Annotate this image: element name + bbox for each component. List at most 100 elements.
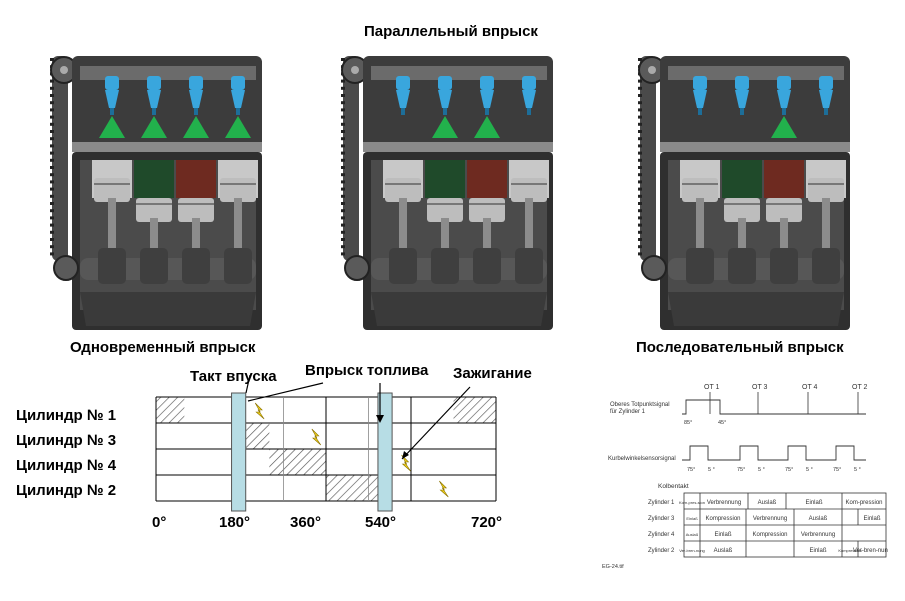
belt-tooth — [341, 209, 345, 213]
belt-tooth — [341, 122, 345, 126]
belt-tooth — [50, 130, 54, 133]
belt-tooth — [50, 137, 54, 141]
belt-tooth — [341, 173, 345, 177]
belt-tooth — [50, 209, 54, 213]
camshaft — [80, 66, 256, 80]
injector-tip — [236, 108, 240, 115]
stroke-cell: Einlaß — [805, 500, 822, 506]
fuel-spray-icon — [183, 116, 209, 138]
injector-nozzle — [396, 90, 410, 108]
injector-nozzle — [522, 90, 536, 108]
crank-pulley — [344, 255, 370, 281]
injector-nozzle — [777, 90, 791, 108]
spark-icon — [401, 454, 411, 472]
belt-tooth — [341, 58, 345, 61]
piston-ring — [94, 183, 130, 185]
stroke-cell: Einlaß — [686, 516, 698, 521]
belt-tooth — [50, 158, 54, 162]
piston-ring — [808, 183, 844, 185]
label-ignition: Зажигание — [453, 365, 532, 382]
belt-tooth — [341, 245, 345, 249]
injector-tip — [824, 108, 828, 115]
injector-icon — [105, 76, 119, 90]
belt-tooth — [341, 202, 345, 205]
stroke-cell: Einlaß — [863, 516, 880, 522]
piston-ring — [724, 203, 760, 205]
crank-counterweight — [812, 248, 840, 284]
belt-tooth — [341, 79, 345, 83]
belt-tooth — [638, 194, 642, 198]
label-simultaneous-injection: Одновременный впрыск — [70, 339, 256, 356]
injector-icon — [819, 76, 833, 90]
injector-icon — [480, 76, 494, 90]
belt-tooth — [341, 86, 345, 90]
belt-tooth — [50, 216, 54, 220]
belt-tooth — [341, 158, 345, 162]
oil-pan — [371, 292, 547, 326]
injector-tip — [485, 108, 489, 115]
pointer-intake — [245, 375, 251, 394]
belt-tooth — [50, 86, 54, 90]
piston-ring — [385, 183, 421, 185]
arrowhead — [402, 451, 409, 459]
fuel-injection-bar — [377, 392, 393, 512]
crank-counterweight — [140, 248, 168, 284]
timing-diagram — [155, 375, 497, 512]
belt-tooth — [638, 223, 642, 227]
injector-nozzle — [231, 90, 245, 108]
angle-45: 45° — [718, 420, 726, 426]
stroke-cell: Auslaß — [714, 548, 733, 554]
engine-simultaneous — [50, 56, 262, 330]
injector-nozzle — [147, 90, 161, 108]
signal1-label: Oberes Totpunktsignal — [610, 402, 670, 408]
belt-tooth — [638, 158, 642, 162]
injector-icon — [189, 76, 203, 90]
injector-nozzle — [735, 90, 749, 108]
oil-pan — [668, 292, 844, 326]
injector-nozzle — [480, 90, 494, 108]
connecting-rod — [696, 198, 704, 278]
angle-75: 75° — [833, 467, 841, 473]
injector-nozzle — [693, 90, 707, 108]
crank-counterweight — [770, 248, 798, 284]
fuel-spray-icon — [225, 116, 251, 138]
belt-tooth — [50, 166, 54, 169]
angle-85: 85° — [684, 420, 692, 426]
crank-sensor-signal — [682, 445, 866, 461]
cylinder-row-label: Zylinder 3 — [648, 516, 675, 522]
angle-75: 75° — [737, 467, 745, 473]
label-fuel-injection: Впрыск топлива — [305, 362, 429, 379]
belt-tooth — [50, 108, 54, 112]
belt-tooth — [50, 151, 54, 155]
intake-stroke-hatch — [326, 475, 383, 501]
cylinder-chamber — [425, 160, 465, 198]
head-gasket — [363, 142, 553, 152]
injector-tip — [698, 108, 702, 115]
belt-tooth — [341, 187, 345, 191]
timing-belt — [343, 56, 359, 261]
belt-tooth — [50, 194, 54, 198]
injector-tip — [152, 108, 156, 115]
piston-ring — [220, 183, 256, 185]
belt-tooth — [638, 115, 642, 119]
pointer-injection — [247, 382, 324, 402]
belt-tooth — [638, 58, 642, 61]
tdc-signal — [682, 399, 866, 415]
belt-tooth — [341, 94, 345, 97]
cylinder-row-label: Zylinder 4 — [648, 532, 675, 538]
piston-ring — [511, 183, 547, 185]
piston-ring — [766, 203, 802, 205]
label-sequential-injection: Последовательный впрыск — [636, 339, 844, 356]
belt-tooth — [341, 194, 345, 198]
intake-stroke-hatch — [453, 397, 496, 423]
belt-tooth — [50, 122, 54, 126]
cylinder-chamber — [176, 160, 216, 198]
belt-tooth — [50, 94, 54, 97]
belt-tooth — [341, 108, 345, 112]
stroke-cell: Auslaß — [758, 500, 777, 506]
belt-tooth — [50, 79, 54, 83]
piston-ring — [427, 203, 463, 205]
injector-tip — [527, 108, 531, 115]
stroke-cell: Einlaß — [714, 532, 731, 538]
